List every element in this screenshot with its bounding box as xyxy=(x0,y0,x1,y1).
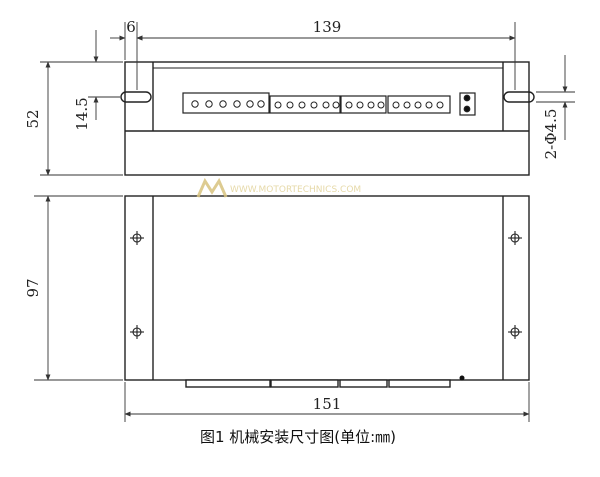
connector-strip xyxy=(182,92,476,116)
dimension-lines xyxy=(34,22,575,422)
dim-slot-offset: 14.5 xyxy=(73,97,91,130)
watermark: WWW.MOTORTECHNICS.COM xyxy=(196,177,361,198)
figure-caption: 图1 机械安装尺寸图(单位:㎜) xyxy=(200,428,396,446)
top-view-outline xyxy=(124,61,530,176)
front-mount-holes xyxy=(130,231,522,339)
bottom-connector-1 xyxy=(185,379,271,388)
dim-overall-bottom-width: 151 xyxy=(313,395,342,413)
top-view xyxy=(120,61,535,176)
mount-hole-symbol xyxy=(508,325,522,339)
right-mount-slot xyxy=(503,91,535,103)
dim-slot-width: 6 xyxy=(126,18,136,36)
front-view xyxy=(124,195,530,388)
front-view-outline xyxy=(124,195,530,381)
dim-overall-top-width: 139 xyxy=(313,18,342,36)
left-mount-slot xyxy=(120,91,152,103)
watermark-logo-icon xyxy=(196,177,228,198)
watermark-text: WWW.MOTORTECHNICS.COM xyxy=(230,185,361,195)
dim-top-view-height: 52 xyxy=(24,109,42,128)
dim-front-view-height: 97 xyxy=(24,278,42,297)
mount-hole-symbol xyxy=(130,325,144,339)
mount-hole-symbol xyxy=(508,231,522,245)
dim-mount-hole: 2-Φ4.5 xyxy=(542,109,560,160)
mount-hole-symbol xyxy=(130,231,144,245)
